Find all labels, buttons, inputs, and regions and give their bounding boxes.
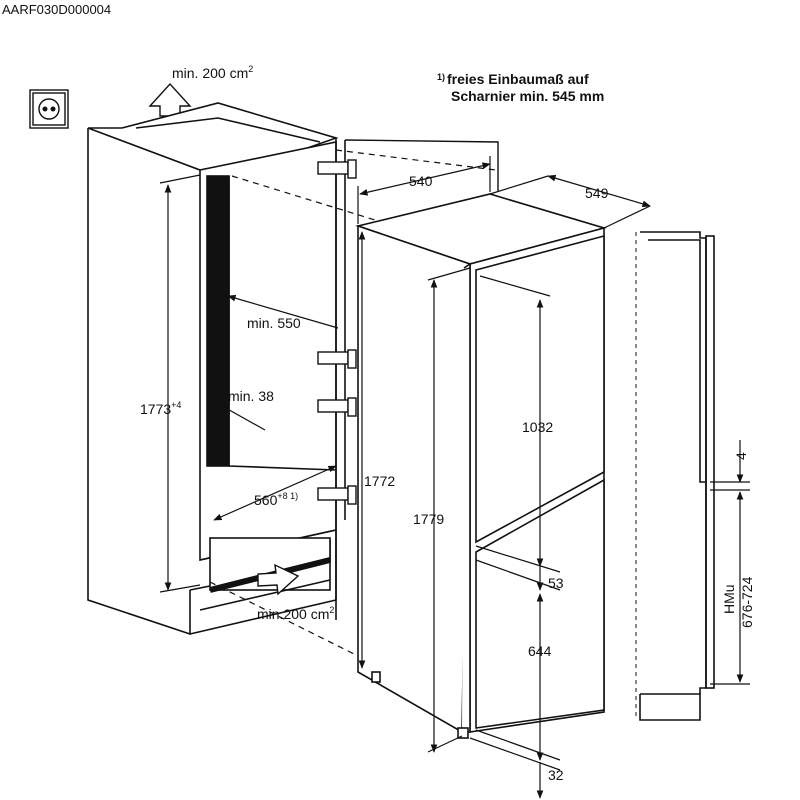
door-height-dimension bbox=[427, 267, 471, 753]
niche-width-dimension bbox=[213, 465, 337, 521]
upper-door-dimension bbox=[479, 275, 551, 567]
appliance-body bbox=[355, 193, 607, 739]
hinge-mid-1 bbox=[317, 349, 357, 369]
side-panel bbox=[635, 231, 715, 721]
vent-top-label: min. 200 cm2 bbox=[172, 64, 253, 81]
niche-height-dimension bbox=[159, 174, 201, 593]
hmu-dimension bbox=[710, 491, 750, 685]
power-socket-icon bbox=[29, 89, 69, 129]
panel-gap-label: 4 bbox=[733, 452, 749, 460]
open-door-panel bbox=[344, 139, 499, 192]
niche-depth-dimension bbox=[227, 294, 339, 329]
lower-door-label: 644 bbox=[528, 643, 552, 659]
niche-height-label: 1773+4 bbox=[140, 400, 181, 417]
foot-label: 32 bbox=[548, 767, 564, 783]
footnote-line-1: 1)freies Einbaumaß auf bbox=[437, 71, 589, 87]
appliance-width-label: 540 bbox=[409, 173, 433, 189]
niche-thickness-dimension bbox=[214, 401, 266, 431]
niche-cabinet bbox=[87, 102, 346, 636]
vent-top-arrow-icon bbox=[148, 82, 192, 117]
hmu-range-label: 676-724 bbox=[739, 576, 755, 628]
appliance-depth-label: 549 bbox=[585, 185, 609, 201]
appliance-width-dimension bbox=[357, 156, 491, 224]
appliance-depth-dimension bbox=[489, 174, 651, 229]
door-height-label: 1779 bbox=[413, 511, 444, 527]
niche-width-label: 560+8 1) bbox=[254, 491, 298, 508]
niche-thickness-label: min. 38 bbox=[228, 388, 274, 404]
document-code: AARF030D000004 bbox=[2, 2, 111, 17]
door-gap-dimension bbox=[475, 545, 561, 591]
body-height-label: 1772 bbox=[364, 473, 395, 489]
niche-depth-label: min. 550 bbox=[247, 315, 301, 331]
door-gap-label: 53 bbox=[548, 575, 564, 591]
footnote-line-2: Scharnier min. 545 mm bbox=[451, 88, 604, 104]
hinge-mid-2 bbox=[317, 397, 357, 417]
hmu-label: HMu bbox=[721, 584, 737, 614]
upper-door-label: 1032 bbox=[522, 419, 553, 435]
foot-dimension bbox=[469, 737, 561, 799]
vent-bottom-arrow-icon bbox=[257, 563, 300, 596]
vent-bottom-label: min.200 cm2 bbox=[257, 605, 334, 622]
panel-gap-dimension bbox=[710, 440, 750, 491]
hinge-top bbox=[317, 159, 357, 179]
lower-door-dimension bbox=[475, 593, 561, 761]
